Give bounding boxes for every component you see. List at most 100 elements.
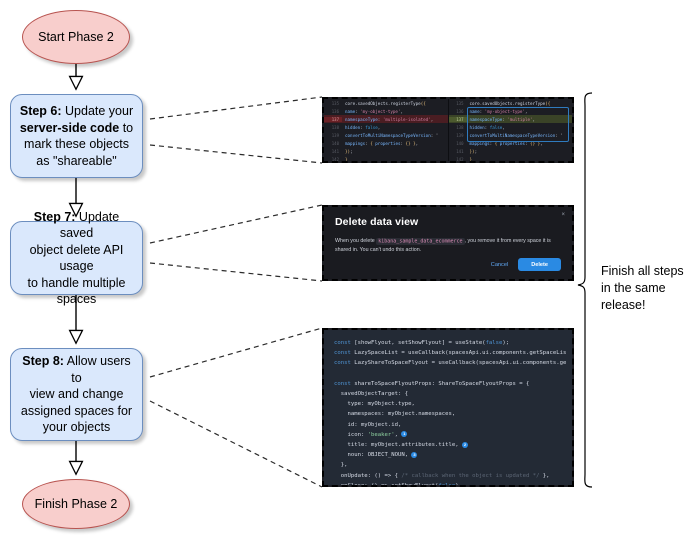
step-8-label: Step 8: Allow users to view and change a…: [17, 353, 136, 436]
diff-line-number: 142: [331, 157, 339, 161]
step-7-box: Step 7: Update saved object delete API u…: [10, 210, 143, 306]
diff-line-code: }: [469, 157, 473, 161]
diff-row: 142}: [449, 156, 573, 161]
grouping-brace: [577, 92, 593, 488]
code-line: id: myObject.id,: [334, 421, 402, 428]
code-annotation-badge: 1: [401, 431, 408, 438]
code-line: onClose: () => setShowFlyout(false),: [334, 481, 572, 485]
diff-row: 141});: [449, 148, 573, 156]
delete-modal-screenshot: × Delete data view When you delete kiban…: [322, 205, 574, 281]
code-line: icon: 'beaker', 1: [334, 431, 408, 438]
diff-row: 136 name: 'my-object-type',: [449, 107, 573, 115]
diff-row: 140 mappings: { properties: {} },: [324, 139, 448, 147]
diff-line-code: }: [345, 157, 348, 161]
diff-line-code: core.savedObjects.registerType({: [345, 100, 426, 106]
diff-line-code: });: [469, 149, 478, 155]
diff-row: 142}: [324, 156, 448, 161]
diff-row: 135 core.savedObjects.registerType({: [324, 99, 448, 107]
close-icon[interactable]: ×: [561, 212, 565, 218]
code-line: const shareToSpaceFlyoutProps: ShareToSp…: [334, 380, 530, 387]
cancel-button[interactable]: Cancel: [490, 261, 509, 268]
diff-line-number: 136: [456, 108, 464, 114]
code-screenshot: const [showFlyout, setShowFlyout] = useS…: [322, 328, 574, 487]
diff-line-number: 140: [456, 141, 464, 147]
modal-body-prefix: When you delete: [335, 238, 375, 244]
diff-row: 138 hidden: false,: [324, 123, 448, 131]
modal-title: Delete data view: [335, 216, 419, 228]
diff-line-number: 136: [331, 108, 339, 114]
diff-line-number: 135: [331, 100, 339, 106]
code-line: savedObjectTarget: {: [334, 391, 409, 398]
step-8-title: Step 8:: [22, 354, 64, 369]
diff-row: 140 mappings: { properties: {} },: [449, 139, 573, 147]
step-8-line-2: view and change: [29, 387, 124, 402]
code-line: type: myObject.type,: [334, 401, 415, 408]
diff-line-code: convertToMultiNamespaceTypeVersion: ': [469, 132, 563, 138]
diff-line-number: 141: [456, 149, 464, 155]
diff-row: 137 namespaceType: 'multiple',: [448, 115, 572, 124]
step-8-line-1: Step 8: Allow users to: [17, 353, 136, 386]
code-line: },: [334, 462, 348, 469]
diff-row: 139 convertToMultiNamespaceTypeVersion: …: [324, 131, 448, 139]
diff-row: 139 convertToMultiNamespaceTypeVersion: …: [449, 131, 573, 139]
diff-row: 136 name: 'my-object-type',: [324, 107, 448, 115]
callout-line-step6-top: [149, 96, 323, 120]
code-line: const LazyShareToSpaceFlyout = useCallba…: [334, 360, 567, 367]
callout-line-step7-bottom: [149, 262, 323, 282]
code-line: title: myObject.attributes.title, 2: [334, 441, 468, 449]
step-7-line-1: Step 7: Update saved: [17, 209, 136, 242]
delete-button[interactable]: Delete: [518, 258, 561, 271]
modal-body: When you delete kibana_sample_data_ecomm…: [335, 237, 561, 254]
code-annotation-badge: 2: [461, 441, 468, 448]
diff-line-code: namespaceType: 'multiple',: [469, 116, 536, 122]
finish-node-label: Finish Phase 2: [34, 497, 118, 511]
step-7-title: Step 7:: [33, 209, 76, 224]
modal-actions: Cancel Delete: [335, 258, 561, 271]
step-7-line-2: object delete API usage: [29, 242, 124, 274]
step-6-title: Step 6:: [19, 104, 62, 118]
diff-line-code: hidden: false,: [345, 124, 381, 130]
diff-row: 137 namespaceType: 'multiple-isolated',: [324, 115, 448, 124]
finish-node: Finish Phase 2: [22, 479, 130, 529]
code-line: noun: OBJECT_NOUN, 3: [334, 451, 418, 459]
diff-line-code: name: 'my-object-type',: [345, 108, 404, 114]
diff-line-code: name: 'my-object-type',: [469, 108, 528, 114]
code-annotation-badge: 3: [411, 451, 418, 458]
release-note-text: Finish all steps in the same release!: [601, 264, 684, 312]
diff-line-code: convertToMultiNamespaceTypeVersion: ': [345, 132, 439, 138]
modal-body-suffix: , you remove it from every space it is s…: [335, 238, 551, 253]
step-7-line-3: to handle multiple spaces: [27, 275, 126, 307]
step-8-line-4: your objects: [42, 420, 111, 435]
callout-line-step6-bottom: [149, 144, 323, 164]
callout-line-step8-top: [149, 327, 323, 378]
diff-line-number: 135: [456, 100, 464, 106]
callout-line-step7-top: [149, 204, 323, 244]
step-8-text-1: Allow users to: [63, 354, 131, 385]
delete-data-view-modal: × Delete data view When you delete kiban…: [324, 207, 572, 279]
callout-line-step8-bottom: [149, 400, 323, 488]
diff-line-number: 139: [331, 132, 339, 138]
code-line: onUpdate: () => { /* callback when the o…: [334, 472, 550, 479]
step-6-text-2: to mark these objects as "shareable": [24, 120, 134, 168]
step-6-text-1: Update your: [61, 104, 134, 118]
diff-line-number: 137: [448, 116, 467, 122]
diff-line-number: 138: [456, 124, 464, 130]
step-6-emphasis: server-side code: [19, 120, 120, 135]
start-node-label: Start Phase 2: [38, 30, 114, 44]
start-node: Start Phase 2: [22, 10, 130, 64]
step-8-box: Step 8: Allow users to view and change a…: [10, 348, 143, 441]
step-6-label: Step 6: Update your server-side code to …: [17, 103, 136, 169]
diff-line-code: hidden: false,: [469, 124, 505, 130]
diff-line-code: mappings: { properties: {} },: [469, 141, 543, 147]
diff-line-number: 142: [456, 157, 464, 161]
diff-line-number: 141: [331, 149, 339, 155]
diff-line-number: 140: [331, 141, 339, 147]
release-note: Finish all steps in the same release!: [601, 263, 689, 314]
